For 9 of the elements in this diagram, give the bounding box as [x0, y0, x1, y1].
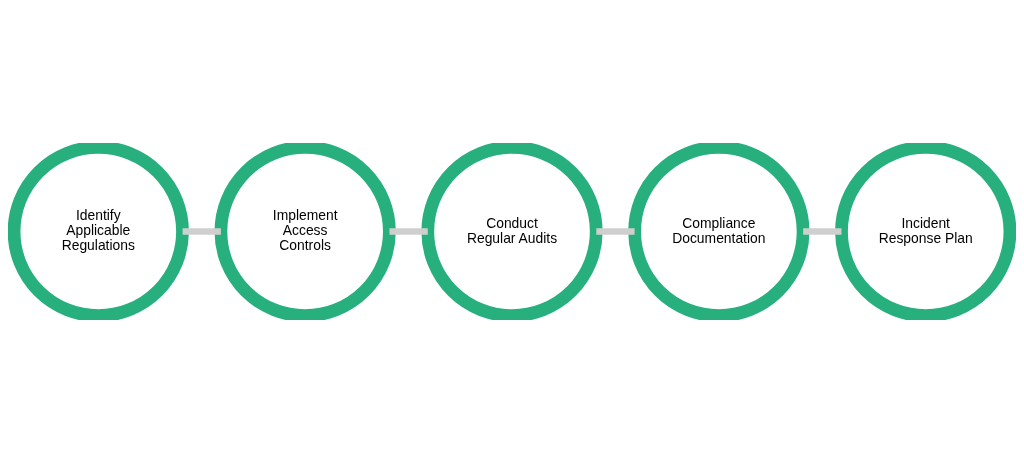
- connector: [596, 228, 635, 235]
- node-circle: Identify Applicable Regulations: [8, 143, 189, 320]
- node-circle: Compliance Documentation: [628, 143, 810, 320]
- connector: [803, 228, 842, 235]
- node-circle: Conduct Regular Audits: [421, 143, 603, 320]
- connector: [182, 228, 221, 235]
- node-circle: Incident Response Plan: [835, 143, 1016, 320]
- connector: [389, 228, 428, 235]
- node-circle: Implement Access Controls: [214, 143, 396, 320]
